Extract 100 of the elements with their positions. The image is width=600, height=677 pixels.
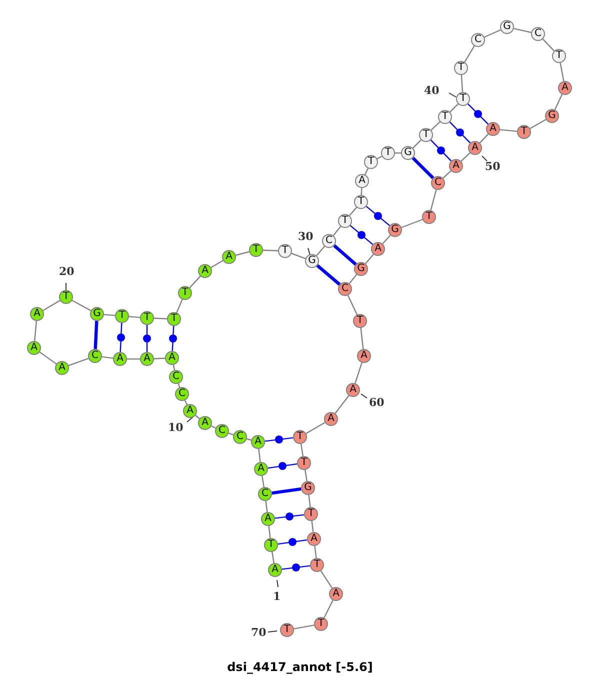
backbone-line bbox=[320, 570, 333, 588]
backbone-line bbox=[430, 190, 437, 210]
base-pair-line bbox=[282, 565, 310, 570]
backbone-line bbox=[560, 62, 564, 82]
nucleotide-circle: A bbox=[113, 352, 127, 366]
nucleotide-circle: A bbox=[268, 563, 282, 577]
nucleotide-circle: G bbox=[401, 146, 415, 160]
nucleotide-circle: A bbox=[324, 412, 338, 426]
nucleotide-circle: T bbox=[419, 128, 433, 142]
nucleotide-circle: A bbox=[198, 264, 212, 278]
backbone-line bbox=[365, 254, 374, 264]
backbone-line bbox=[412, 140, 422, 148]
nucleotide-circle: C bbox=[215, 424, 229, 438]
nucleotide-circle: G bbox=[301, 481, 315, 495]
nucleotide-circle: T bbox=[517, 125, 531, 139]
backbone-line bbox=[401, 218, 423, 228]
backbone-line bbox=[514, 28, 532, 34]
base-pair-line bbox=[350, 225, 374, 245]
backbone-line bbox=[104, 314, 116, 316]
backbone-line bbox=[450, 104, 458, 112]
nucleotide-circle: A bbox=[55, 361, 69, 375]
nucleotide-circle: C bbox=[431, 176, 445, 190]
nucleotide-circle: T bbox=[381, 146, 395, 160]
position-number: 10 bbox=[168, 421, 184, 434]
nucleotide-circle: T bbox=[338, 214, 352, 228]
backbone-line bbox=[176, 299, 183, 313]
backbone-line bbox=[262, 476, 264, 488]
nucleotide-circle: T bbox=[304, 507, 318, 521]
nucleotide-circle: A bbox=[30, 307, 44, 321]
backbone-line bbox=[39, 352, 57, 364]
backbone-line bbox=[34, 320, 37, 342]
nucleotide-circle: G bbox=[545, 109, 559, 123]
nucleotide-circle: A bbox=[371, 242, 385, 256]
base-pair-line bbox=[274, 514, 304, 519]
base-pair-line bbox=[412, 156, 434, 180]
base-pair-line bbox=[172, 326, 174, 352]
backbone-line bbox=[464, 46, 475, 62]
position-number: 60 bbox=[369, 396, 384, 409]
backbone-line bbox=[347, 295, 358, 315]
backbone-line bbox=[324, 600, 334, 618]
nucleotide-circle: C bbox=[169, 370, 183, 384]
nucleotide-circle: T bbox=[552, 49, 566, 63]
backbone-line bbox=[500, 129, 518, 132]
backbone-line bbox=[294, 624, 314, 630]
position-number: 50 bbox=[485, 160, 500, 173]
backbone-line bbox=[304, 470, 308, 482]
nucleotide-circle: T bbox=[293, 430, 307, 444]
nucleotide-circle: T bbox=[456, 92, 470, 106]
nucleotide-circle: T bbox=[422, 210, 436, 224]
backbone-line bbox=[189, 276, 201, 288]
backbone-line bbox=[211, 425, 216, 429]
backbone-line bbox=[154, 318, 168, 320]
nucleotide-circle: A bbox=[222, 250, 236, 264]
backbone-line bbox=[306, 422, 326, 434]
nucleotide-circle: A bbox=[165, 351, 179, 365]
nucleotide-circle: T bbox=[297, 456, 311, 470]
nucleotide-circle: T bbox=[353, 314, 367, 328]
backbone-line bbox=[68, 358, 89, 366]
backbone-line bbox=[349, 206, 357, 216]
nucleotide-circle: A bbox=[449, 159, 463, 173]
nucleotide-circle: T bbox=[249, 243, 263, 257]
backbone-line bbox=[314, 546, 317, 558]
base-pair-line bbox=[316, 264, 341, 286]
backbone-line bbox=[354, 362, 362, 384]
base-pair-line bbox=[333, 244, 357, 266]
nucleotide-circle: A bbox=[558, 81, 572, 95]
position-number: 30 bbox=[298, 230, 314, 243]
backbone-line bbox=[262, 250, 278, 252]
backbone-line bbox=[184, 400, 188, 405]
nucleotide-circle: C bbox=[88, 349, 102, 363]
nucleotide-circle: T bbox=[59, 290, 73, 304]
base-pair-line bbox=[430, 140, 452, 162]
nucleotide-circle: A bbox=[329, 587, 343, 601]
base-pair-line bbox=[268, 463, 298, 469]
nucleotide-circle: A bbox=[307, 532, 321, 546]
base-pair-line bbox=[366, 206, 390, 226]
nucleotide-circle: A bbox=[468, 141, 482, 155]
nucleotide-circle: T bbox=[264, 538, 278, 552]
base-pair-line bbox=[468, 104, 488, 124]
backbone-line bbox=[332, 226, 342, 236]
backbone-line bbox=[291, 252, 306, 260]
nucleotide-circle: T bbox=[178, 286, 192, 300]
nucleotide-circle: G bbox=[305, 254, 319, 268]
position-number: 1 bbox=[273, 590, 281, 603]
backbone-line bbox=[460, 74, 464, 92]
base-pair-line bbox=[94, 320, 98, 350]
backbone-line bbox=[554, 94, 563, 110]
backbone-line bbox=[172, 364, 176, 370]
backbone-line bbox=[484, 29, 501, 38]
backbone-line bbox=[308, 494, 311, 508]
nucleotide-circle: G bbox=[354, 262, 368, 276]
nucleotide-circle: T bbox=[354, 195, 368, 209]
nucleotide-circle: C bbox=[175, 387, 189, 401]
backbone-line bbox=[195, 414, 200, 420]
nucleotide-circle: T bbox=[278, 244, 292, 258]
backbone-line bbox=[258, 448, 261, 462]
backbone-line bbox=[42, 300, 60, 311]
nucleotide-circle: C bbox=[338, 282, 352, 296]
nucleotide-circle: C bbox=[233, 430, 247, 444]
nucleotide-circle: C bbox=[258, 487, 272, 501]
